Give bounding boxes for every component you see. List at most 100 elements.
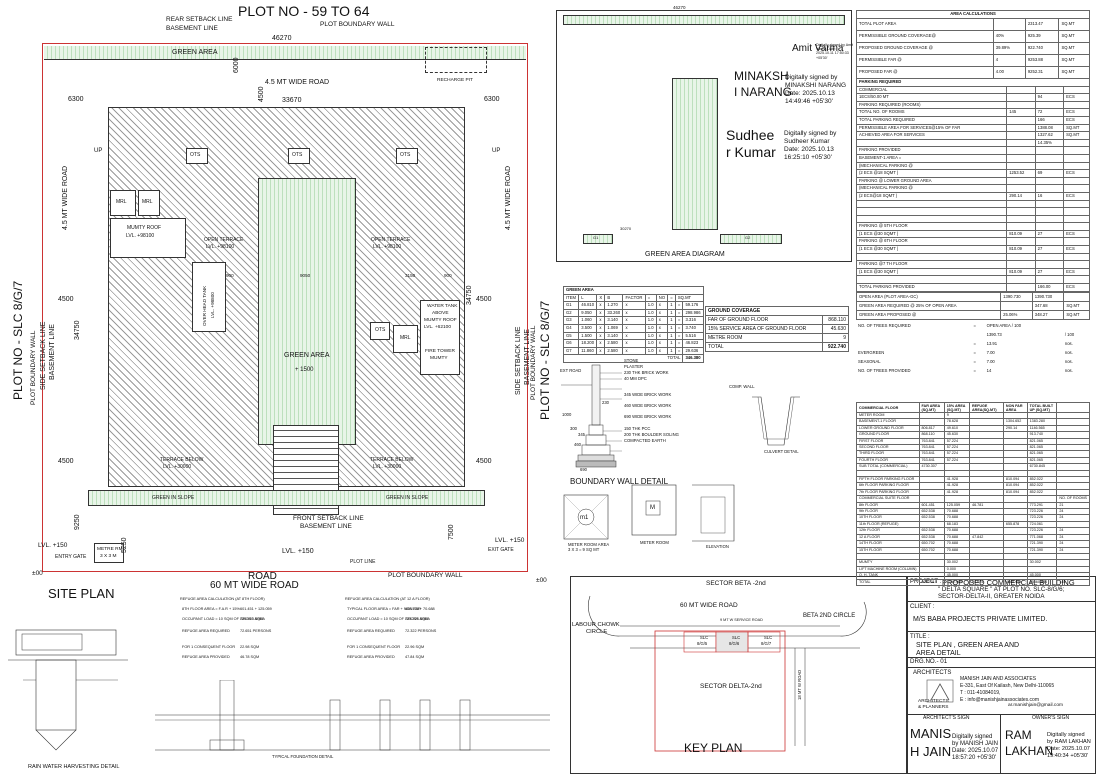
ots-box-3 (396, 148, 418, 164)
m1-label: m1 (580, 515, 589, 521)
drg-no: DRG.NO.- 01 (910, 658, 948, 665)
green-table-cell: 1.069 (604, 323, 624, 333)
green-area-top (44, 46, 526, 60)
refuge-notes: REFUGE AREA CALCULATION (AT 8TH FLOOR) 8… (180, 597, 436, 668)
open-terrace-l-lvl: LVL. +98100 (206, 244, 235, 250)
m-label: M (650, 505, 655, 511)
parking-cell (1034, 153, 1065, 163)
trees-cell: 7.00 (986, 350, 995, 356)
open-area-cell: OPEN AREA (PLOT AREA-GC) (855, 292, 1002, 302)
green-table-header: SQ.MT (674, 293, 705, 303)
green-table-cell: x (596, 339, 606, 348)
open-terrace-l: OPEN TERRACE (204, 237, 244, 243)
parking-cell (1063, 146, 1090, 155)
floor-table-cell: 57.224 (943, 437, 971, 446)
green-table-cell: 1 (667, 316, 676, 325)
parking-cell (1006, 222, 1036, 231)
refuge-line-2-3: REFUGE AREA REQUIRED (347, 629, 395, 633)
open-area-cell: 1390.730 (1000, 292, 1033, 302)
water-tank-1: WATER TANK (427, 304, 458, 309)
parking-cell (1006, 283, 1036, 292)
parking-cell: (2 ECS@18 SQMT ) (855, 191, 1008, 201)
fire-tower-1: FIRE TOWER (425, 349, 455, 354)
trees-cell (856, 340, 971, 349)
floor-table-cell (1056, 520, 1090, 529)
floor-table-cell: 0.000 (943, 565, 971, 574)
key-labour-chowk: LABOUR CHOWK (572, 622, 620, 628)
arch-planners-1: ARCHITECTS (918, 699, 949, 704)
green-table-header: B (604, 293, 624, 303)
parking-cell: ACHIEVED AREA FOR SERVICES (855, 131, 1008, 140)
floor-table-cell: LIFT MACHINE ROOM (COLUMN) (856, 565, 920, 574)
trees-cell: 7.00 (986, 359, 995, 365)
refuge-line-1-5: REFUGE AREA PROVIDED (182, 655, 230, 659)
area-calc-cell: 4.00 (992, 65, 1026, 79)
front-basement: BASEMENT LINE (300, 523, 352, 530)
dim-4500-r: 4500 (476, 296, 492, 303)
ots-2: OTS (292, 152, 303, 158)
floor-table-cell (969, 508, 1004, 516)
up-right: UP (492, 148, 501, 154)
meter-room: METER ROOM (640, 540, 669, 545)
parking-cell (1006, 93, 1036, 102)
trees-cell (1063, 322, 1090, 331)
area-calc-cell: 9253.88 (1024, 53, 1060, 67)
area-calc-cell: SQ.MT (1058, 17, 1090, 31)
parking-cell: 166 (1034, 115, 1065, 125)
title-block-div-6 (1000, 714, 1001, 774)
open-area-cell: SQ.MT (1063, 301, 1090, 311)
site-plan: PLOT NO - 59 TO 64 REAR SETBACK LINE BAS… (0, 0, 555, 600)
open-area-cell: GREEN AREA REQUIRED @ 25% OF OPEN AREA (855, 301, 1002, 311)
green-table-cell: = (674, 301, 684, 310)
gc-row-1-label: FAR OF GROUND FLOOR (705, 315, 823, 325)
parking-cell: 810.09 (1006, 229, 1036, 239)
parking-cell (1063, 153, 1090, 163)
floor-table-cell (969, 559, 1004, 567)
parking-cell (1006, 260, 1036, 269)
floor-table-cell: 24 (1056, 527, 1090, 535)
dim-3150: 3150 (405, 273, 416, 278)
key-beta-2nd: BETA 2ND CIRCLE (803, 613, 856, 619)
green-diagram-strip (563, 15, 845, 25)
parking-cell (1006, 184, 1036, 193)
floor-table-cell: 125.059 (943, 501, 971, 510)
parking-cell: 1253.52 (1006, 169, 1036, 178)
refuge-line-2-1: TYPICAL FLOOR AREA = FAR + NON FAR (347, 607, 421, 611)
green-table-cell: 3.140 (604, 331, 624, 341)
parking-cell (855, 199, 1008, 209)
parking-cell: PARKING REQUIRED (ROOMS) (855, 100, 1008, 110)
entry-gate: ENTRY GATE (55, 554, 87, 560)
parking-cell: 14.35% (1034, 138, 1065, 148)
parking-row: PARKING @ 6TH FLOOR (855, 237, 1090, 247)
lvl-150-c: LVL. +150 (282, 548, 314, 555)
parking-cell (1063, 161, 1090, 171)
green-table-cell: 46.823 (682, 339, 704, 348)
green-table-header: = (644, 293, 657, 303)
parking-cell: SQ.MT (1063, 131, 1090, 140)
rainwater-detail: RAIN WATER HARVESTING DETAIL (8, 620, 128, 770)
floor-table-cell (969, 520, 1004, 529)
terrace-below-l: TERRACE BELOW (160, 457, 204, 463)
dim-345: 345 (578, 432, 585, 437)
key-slc3b: 8/G/7 (761, 641, 772, 646)
floor-table-cell: 70.688 (943, 508, 971, 516)
open-area-cell: 348.27 (1031, 310, 1065, 320)
parking-cell (1006, 131, 1036, 140)
refuge-val-1-2: 726.510 SQM (240, 617, 264, 621)
trees-cell: 1390.73 (986, 332, 1002, 338)
parking-cell (855, 275, 1008, 285)
parking-cell (1006, 176, 1036, 186)
floor-table-cell (969, 565, 1004, 574)
foundation-drawing (155, 679, 550, 751)
floor-table-cell: 1292.985 (943, 578, 971, 586)
green-table-header: = (667, 293, 676, 303)
plaster-label: PLASTER (624, 364, 644, 369)
